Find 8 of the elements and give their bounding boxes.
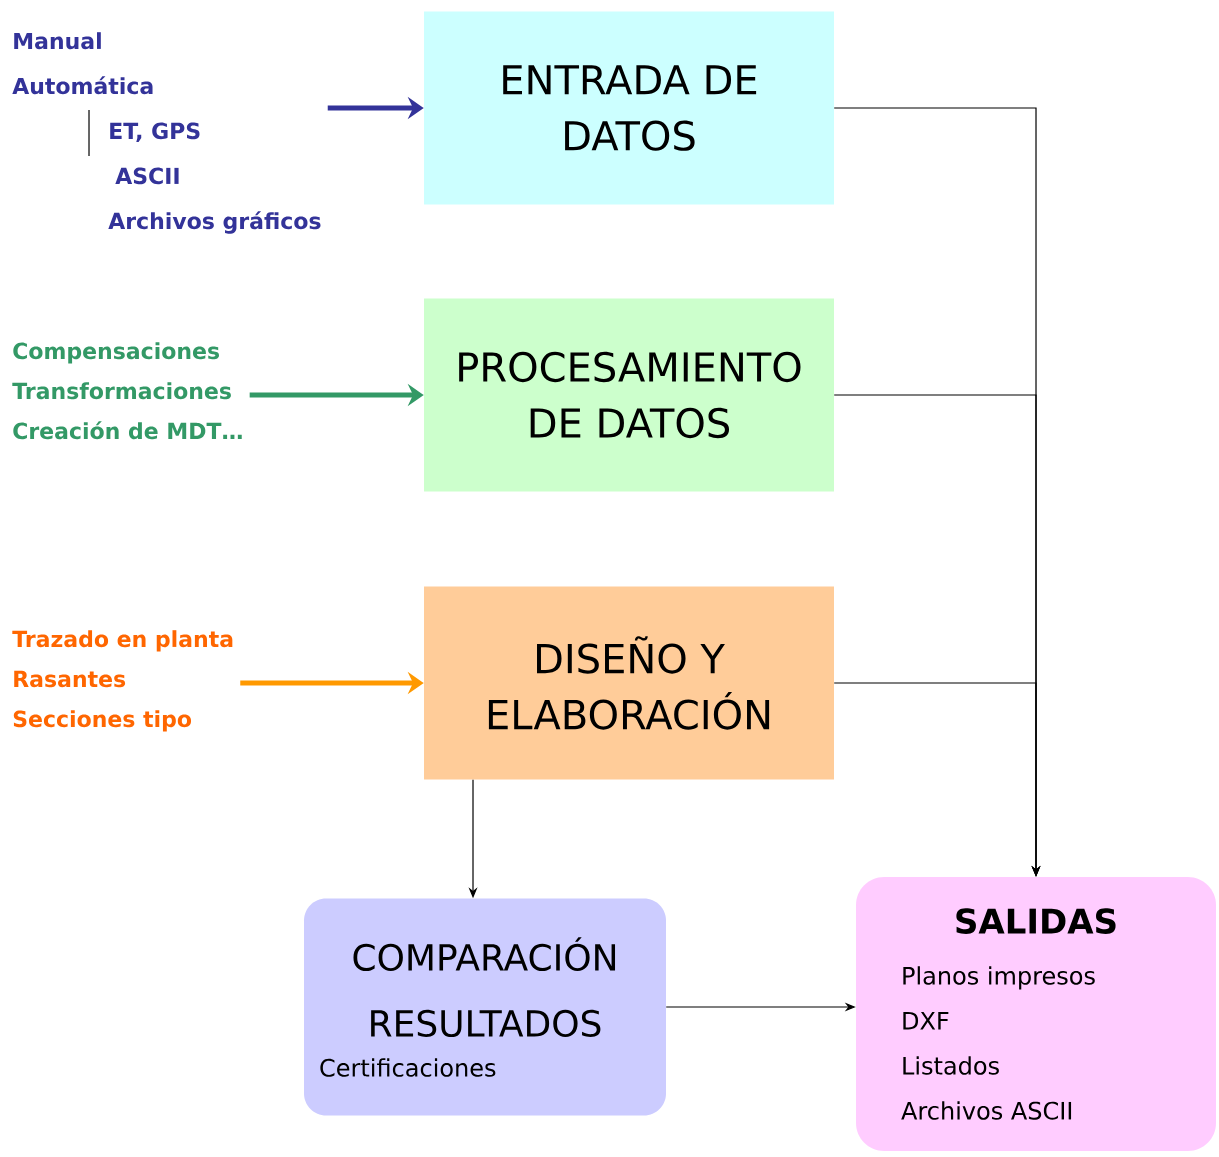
- item-list: Manual Automática ET, GPS ASCII Archivos gráficos: [12, 32, 321, 234]
- item-list: Trazado en planta Rasantes Secciones tipo: [12, 630, 233, 732]
- process-box: DISEÑO Y ELABORACIÓN: [424, 586, 834, 780]
- process-box: ENTRADA DE DATOS: [424, 11, 834, 205]
- process-box: PROCESAMIENTO DE DATOS: [424, 298, 834, 492]
- rounded-box: SALIDAS Planos impresos DXF Listados Archivos ASCII: [856, 877, 1216, 1151]
- item-list: Compensaciones Transformaciones Creación de MDT…: [12, 342, 242, 440]
- rounded-box: COMPARACIÓN RESULTADOS Certificaciones: [304, 898, 666, 1116]
